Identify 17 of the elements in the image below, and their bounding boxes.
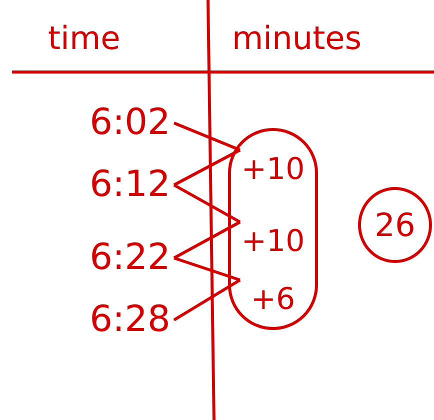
time-value: 6:12	[80, 162, 180, 208]
connector-line	[173, 148, 241, 186]
minute-increment: +10	[242, 220, 304, 264]
connector-line	[174, 256, 240, 282]
column-header: minutes	[232, 22, 362, 54]
connector-line	[173, 278, 241, 322]
oval-outline	[228, 128, 318, 330]
connector-line	[173, 184, 241, 224]
connector-line	[173, 220, 241, 260]
minute-increment: +6	[242, 278, 304, 322]
connector-line	[173, 122, 241, 152]
column-header: time	[48, 22, 120, 54]
time-value: 6:28	[80, 297, 180, 343]
time-value: 6:02	[80, 100, 180, 146]
circled-total: 26	[358, 187, 432, 263]
time-value: 6:22	[80, 235, 180, 281]
minute-increment: +10	[242, 148, 304, 192]
